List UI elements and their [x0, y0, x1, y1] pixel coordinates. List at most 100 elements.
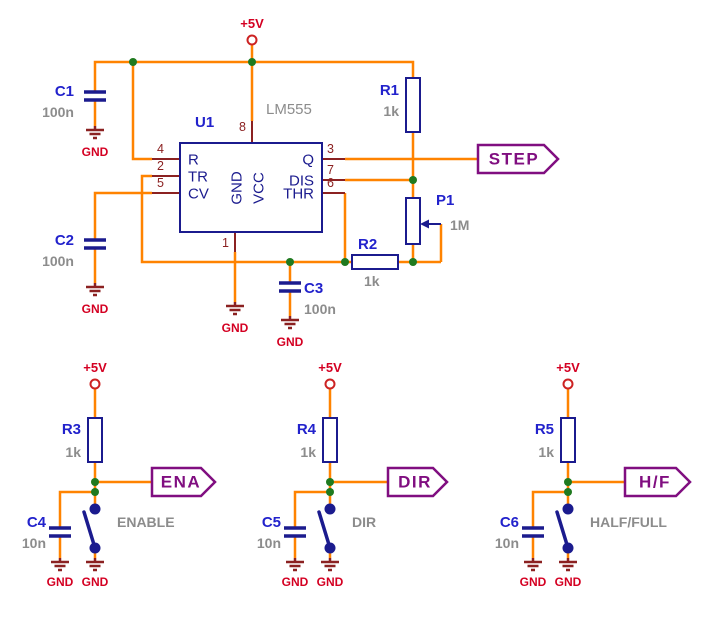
flag-hf-shape	[623, 466, 692, 498]
gnd-label-c1: GND	[82, 145, 109, 159]
switch-dir: DIR	[317, 503, 376, 554]
junction-dot	[341, 258, 349, 266]
r5-body	[560, 417, 576, 463]
c5-plates	[284, 526, 306, 538]
u1-pin7-number: 7	[327, 163, 334, 177]
resistor-r4: R4 1k	[297, 417, 338, 463]
u1-pinname-gnd: GND	[229, 171, 246, 205]
p1-wiper-arrow	[420, 219, 429, 229]
p1-ref-label: P1	[436, 192, 454, 209]
u1-ref-label: U1	[195, 114, 214, 131]
vcc-symbol-dir	[324, 378, 336, 390]
flag-hf: H/F	[623, 466, 692, 498]
c4-value-label: 10n	[22, 535, 46, 551]
u1-pinname-r: R	[188, 152, 199, 169]
u1-pin2-number: 2	[157, 159, 164, 173]
capacitor-c3: C3 100n	[279, 280, 336, 317]
r4-ref-label: R4	[297, 421, 317, 438]
resistor-r1: R1 1k	[380, 77, 421, 133]
r3-ref-label: R3	[62, 421, 81, 438]
r2-ref-label: R2	[358, 236, 377, 253]
u1-pin3-number: 3	[327, 142, 334, 156]
flag-dir: DIR	[386, 466, 449, 498]
flag-dir-label: DIR	[398, 473, 432, 492]
u1-pinname-cv: CV	[188, 186, 209, 203]
c2-value-label: 100n	[42, 253, 74, 269]
switch-enable-top-contact	[89, 503, 101, 515]
u1-pin6-number: 6	[327, 176, 334, 190]
vcc-symbol-hf	[562, 378, 574, 390]
u1-pinname-dis: DIS	[289, 173, 314, 190]
power-labels: +5V +5V +5V +5V GND GND GND GND GND GND …	[47, 16, 582, 589]
flag-step-shape	[476, 143, 560, 175]
c5-value-label: 10n	[257, 535, 281, 551]
c4-plates	[49, 526, 71, 538]
p1-body	[405, 197, 421, 245]
junction-dot	[91, 488, 99, 496]
vcc-label-dir: +5V	[318, 360, 342, 375]
gnd-symbol-c4	[49, 556, 71, 572]
gnd-label-u1: GND	[222, 321, 249, 335]
switch-dir-top-contact	[324, 503, 336, 515]
flag-ena-label: ENA	[161, 473, 201, 492]
u1-pinname-thr: THR	[283, 186, 314, 203]
u1-pin8-number: 8	[239, 120, 246, 134]
c5-ref-label: C5	[262, 514, 281, 531]
gnd-symbol-c6	[522, 556, 544, 572]
gnd-label-c6: GND	[520, 575, 547, 589]
junction-dot	[409, 258, 417, 266]
r4-body	[322, 417, 338, 463]
gnd-symbol-sw3	[557, 556, 579, 572]
c6-value-label: 10n	[495, 535, 519, 551]
gnd-label-c5: GND	[282, 575, 309, 589]
gnd-label-c2: GND	[82, 302, 109, 316]
r5-value-label: 1k	[538, 444, 554, 460]
c6-plates	[522, 526, 544, 538]
gnd-symbol-c3	[279, 314, 301, 330]
r1-value-label: 1k	[383, 103, 399, 119]
net-halffull-branch	[531, 389, 625, 558]
c1-ref-label: C1	[55, 83, 74, 100]
vcc-label-ena: +5V	[83, 360, 107, 375]
c3-ref-label: C3	[304, 280, 323, 297]
switch-enable: ENABLE	[82, 503, 175, 554]
resistor-r2: R2 1k	[351, 236, 399, 289]
c2-ref-label: C2	[55, 232, 74, 249]
u1-part-label: LM555	[266, 101, 312, 118]
switch-halffull-lever	[555, 510, 570, 550]
u1-pin1-number: 1	[222, 236, 229, 250]
flag-ena-shape	[150, 466, 217, 498]
u1-pinname-tr: TR	[188, 169, 208, 186]
r4-value-label: 1k	[300, 444, 316, 460]
capacitor-c2: C2 100n	[42, 232, 106, 269]
net-enable-branch	[58, 389, 152, 558]
c4-ref-label: C4	[27, 514, 47, 531]
capacitor-c6: C6 10n	[495, 514, 544, 551]
flag-step-label: STEP	[489, 150, 539, 169]
vcc-label-hf: +5V	[556, 360, 580, 375]
gnd-label-c4: GND	[47, 575, 74, 589]
p1-value-label: 1M	[450, 217, 469, 233]
c6-ref-label: C6	[500, 514, 519, 531]
junction-dot	[326, 488, 334, 496]
flag-step: STEP	[476, 143, 560, 175]
junction-dot	[409, 176, 417, 184]
junction-dots	[91, 58, 572, 496]
c3-plates	[279, 281, 301, 293]
flag-dir-shape	[386, 466, 449, 498]
gnd-symbol-c2	[84, 281, 106, 297]
r2-value-label: 1k	[364, 273, 380, 289]
flag-ena: ENA	[150, 466, 217, 498]
r3-body	[87, 417, 103, 463]
net-control-voltage	[93, 191, 152, 283]
switch-enable-lever	[82, 510, 97, 550]
c1-plates	[84, 90, 106, 102]
capacitor-c4: C4 10n	[22, 514, 71, 551]
junction-dot	[286, 258, 294, 266]
gnd-symbol-sw2	[319, 556, 341, 572]
net-dir-branch	[293, 389, 388, 558]
junction-dot	[129, 58, 137, 66]
u1-pin4-number: 4	[157, 142, 164, 156]
